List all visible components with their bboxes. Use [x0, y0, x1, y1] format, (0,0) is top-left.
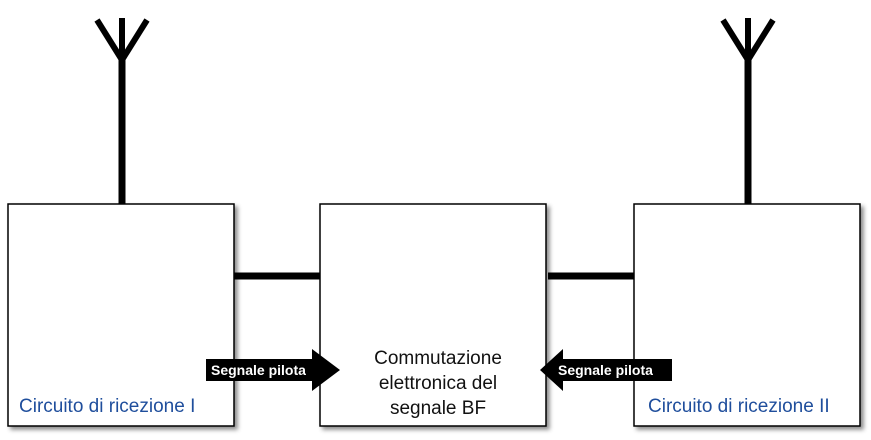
receiver-block-right: Circuito di ricezione II — [633, 203, 861, 427]
pilot-signal-label-left: Segnale pilota — [211, 362, 306, 378]
switching-label-line-2: elettronica del — [379, 373, 497, 394]
pilot-signal-arrow-right: Segnale pilota — [540, 349, 672, 391]
receiver-label-left: Circuito di ricezione I — [19, 396, 195, 417]
switching-block: Commutazione elettronica del segnale BF — [319, 203, 547, 427]
receiver-label-right: Circuito di ricezione II — [648, 396, 830, 417]
antenna-icon — [94, 18, 150, 205]
receiver-block-left: Circuito di ricezione I — [7, 203, 235, 427]
pilot-signal-label-right: Segnale pilota — [558, 362, 653, 378]
pilot-signal-arrow-left: Segnale pilota — [206, 349, 340, 391]
switching-label-line-1: Commutazione — [374, 348, 502, 369]
antenna-icon — [720, 18, 776, 205]
switching-label-line-3: segnale BF — [390, 398, 486, 419]
